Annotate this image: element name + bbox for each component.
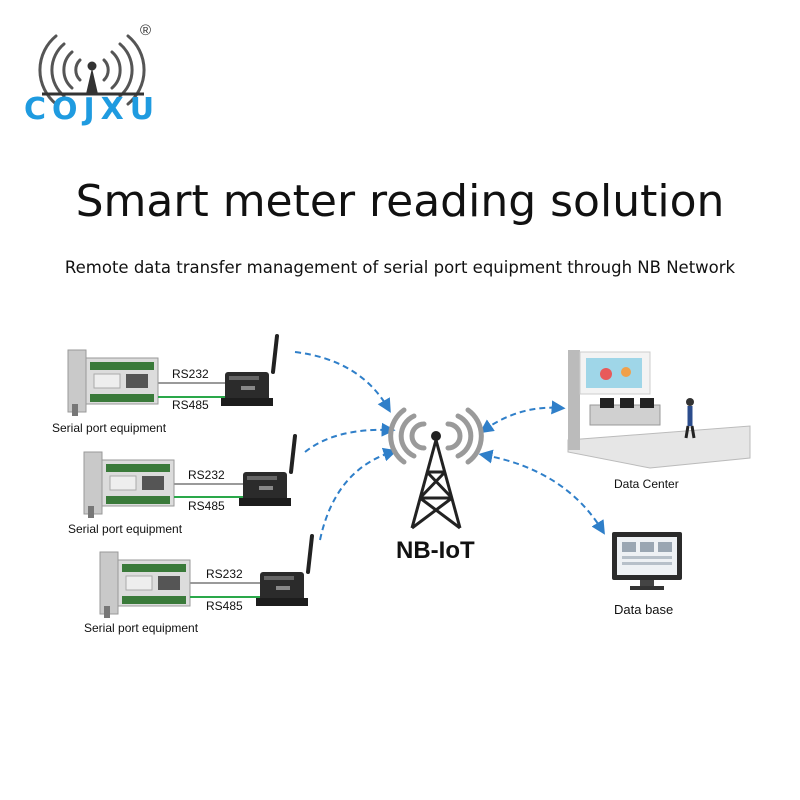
uplink-arrow xyxy=(304,422,396,453)
equipment-label: Serial port equipment xyxy=(68,522,183,536)
equipment-label: Serial port equipment xyxy=(84,621,199,635)
plc-device xyxy=(99,551,191,619)
equipment-unit: RS232 RS485 Serial port equipment xyxy=(52,334,279,435)
rs232-label: RS232 xyxy=(188,468,225,482)
plc-device xyxy=(67,349,159,417)
rs485-label: RS485 xyxy=(188,499,225,513)
rs485-label: RS485 xyxy=(172,398,209,412)
database-link-arrow xyxy=(478,449,605,535)
uplink-arrow xyxy=(319,447,398,541)
equipment-label: Serial port equipment xyxy=(52,421,167,435)
plc-device xyxy=(83,451,175,519)
equipment-unit: RS232 RS485 Serial port equipment xyxy=(68,434,297,536)
registered-mark: ® xyxy=(140,22,152,39)
rs485-label: RS485 xyxy=(206,599,243,613)
brand-name: COJXU xyxy=(24,92,161,127)
uplink-arrow xyxy=(294,351,391,413)
nb-iot-dtu xyxy=(254,534,314,608)
database-monitor-icon xyxy=(612,532,682,590)
page-title: Smart meter reading solution xyxy=(75,176,725,227)
nb-iot-tower-icon xyxy=(388,407,484,530)
page-subtitle: Remote data transfer management of seria… xyxy=(64,258,736,277)
data-center-label: Data Center xyxy=(614,477,679,491)
rs232-label: RS232 xyxy=(172,367,209,381)
nb-iot-dtu xyxy=(237,434,297,508)
data-center-icon xyxy=(567,350,751,469)
equipment-unit: RS232 RS485 Serial port equipment xyxy=(84,534,314,635)
database-label: Data base xyxy=(614,602,673,617)
rs232-label: RS232 xyxy=(206,567,243,581)
data-center-link-arrow xyxy=(479,400,566,434)
tower-label: NB-IoT xyxy=(396,537,475,564)
cojxu-logo xyxy=(38,34,146,106)
nb-iot-dtu xyxy=(219,334,279,408)
